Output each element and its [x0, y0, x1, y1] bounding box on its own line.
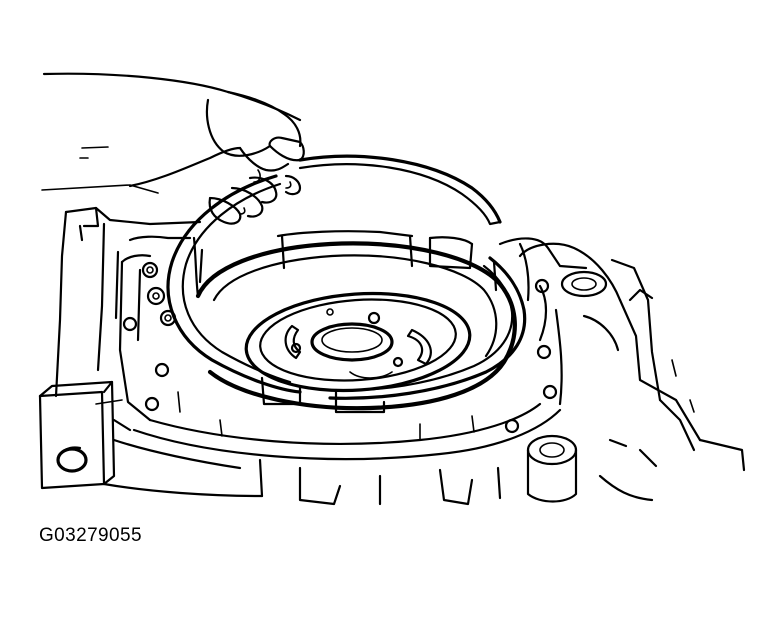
piston-drum — [195, 241, 517, 411]
figure-reference-code: G03279055 — [39, 525, 142, 546]
transmission-case — [38, 206, 746, 506]
snap-ring — [166, 154, 527, 400]
bore-walls — [192, 230, 498, 414]
gasket-ticks — [177, 391, 475, 441]
background-hatching — [41, 146, 159, 194]
